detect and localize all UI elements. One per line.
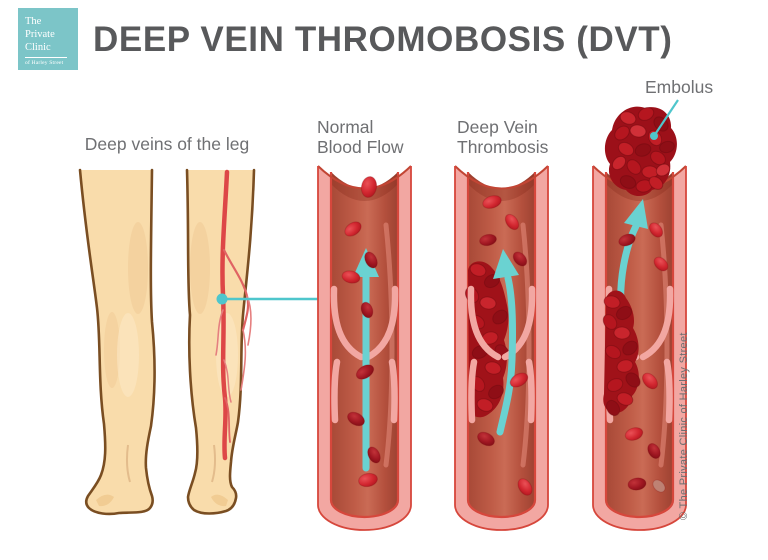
normal-vein [318, 166, 411, 530]
thrombus-clot [464, 261, 510, 418]
logo-line-2: Private [25, 29, 55, 40]
embolus-pointer-leader [650, 99, 679, 140]
leg-vein-tree [215, 169, 252, 461]
residual-clot [602, 290, 641, 417]
label-deep-veins-of-the-leg: Deep veins of the leg [84, 134, 250, 154]
label-normal-blood-flow: Normal Blood Flow [317, 117, 404, 157]
copyright-text: © The Private Clinic of Harley Street [678, 332, 690, 520]
logo-divider [25, 57, 67, 58]
label-normal-line2: Blood Flow [317, 137, 404, 157]
embolus-pointer-dot-icon [650, 132, 658, 140]
clinic-logo: The Private Clinic of Harley Street [18, 8, 78, 70]
label-dvt-line2: Thrombosis [457, 137, 549, 157]
blood-cells [477, 195, 533, 496]
logo-line-3: Clinic [25, 42, 51, 53]
dvt-vein [455, 166, 548, 530]
label-dvt-line1: Deep Vein [457, 117, 538, 137]
label-embolus: Embolus [645, 77, 714, 97]
blood-cells [618, 222, 669, 493]
blood-cells [341, 176, 381, 488]
logo-tagline: of Harley Street [25, 60, 64, 66]
flow-arrow-icon [496, 274, 517, 436]
label-normal-line1: Normal [317, 117, 374, 137]
page-title: DEEP VEIN THROMOBOSIS (DVT) [93, 20, 673, 59]
logo-line-1: The [25, 16, 42, 27]
leg-pointer-leader [216, 293, 321, 305]
legs-illustration [78, 168, 256, 516]
leg-pointer-dot-icon [216, 293, 228, 305]
embolus-vein [593, 99, 686, 530]
label-deep-vein-thrombosis: Deep Vein Thrombosis [457, 117, 548, 157]
